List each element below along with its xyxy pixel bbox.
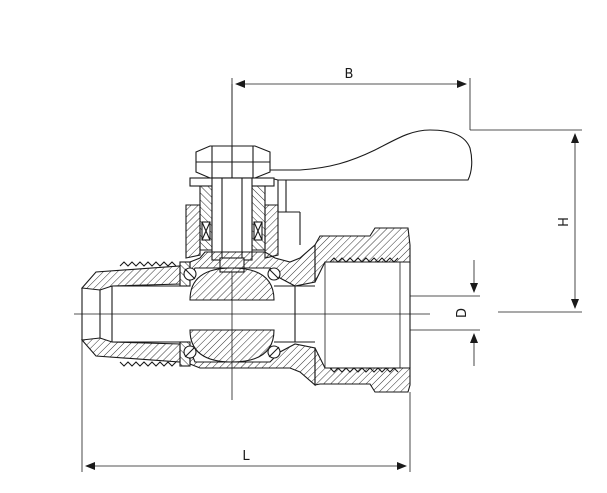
dimension-h: H — [470, 129, 582, 313]
dimension-l-label: L — [242, 449, 250, 464]
stem-housing — [185, 177, 279, 273]
dimension-b: B — [231, 67, 471, 146]
dimension-l: L — [81, 340, 411, 472]
inner-bore — [112, 285, 315, 343]
stem-nut — [195, 145, 271, 179]
dimension-d: D — [410, 260, 480, 366]
dimension-d-label: D — [455, 308, 470, 318]
dimension-b-label: B — [345, 67, 354, 82]
lever-handle — [196, 129, 473, 245]
right-female-end — [314, 227, 411, 393]
valve-body — [189, 243, 316, 387]
dimension-h-label: H — [557, 217, 572, 227]
ball — [183, 267, 281, 363]
